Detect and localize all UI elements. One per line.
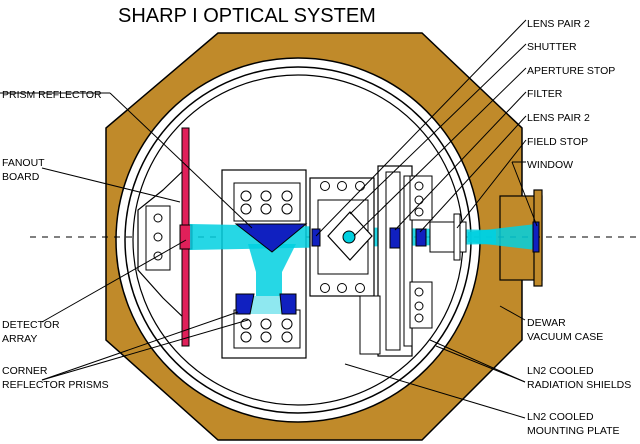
aperture-stop <box>342 230 356 244</box>
label-plate-line2: MOUNTING PLATE <box>527 425 620 437</box>
prism-screws <box>240 190 293 343</box>
label-corner-line1: CORNER <box>2 365 48 377</box>
lens-pair-2-b <box>415 228 427 247</box>
corner-reflector-prism-1 <box>235 293 255 315</box>
detector-screws <box>153 213 163 261</box>
field-stop <box>453 213 461 261</box>
label-field-stop: FIELD STOP <box>527 136 588 148</box>
label-filter: FILTER <box>527 88 563 100</box>
label-detector-line2: ARRAY <box>2 333 37 345</box>
label-dewar-line2: VACUUM CASE <box>527 331 603 343</box>
label-fanout-line2: BOARD <box>2 171 40 183</box>
beam-exit <box>468 224 536 250</box>
diagram-title: SHARP I OPTICAL SYSTEM <box>118 5 376 27</box>
filter-plate <box>385 171 401 351</box>
shutter-screws <box>320 181 365 293</box>
filter <box>389 227 401 249</box>
label-dewar-line1: DEWAR <box>527 317 566 329</box>
leader-lines <box>0 19 538 419</box>
filter-rail <box>403 175 413 347</box>
prism-reflector <box>234 223 308 253</box>
label-detector-line1: DETECTOR <box>2 319 60 331</box>
corner-reflector-prism-2 <box>279 293 297 315</box>
label-shields-line2: RADIATION SHIELDS <box>527 379 631 391</box>
label-prism-reflector: PRISM REFLECTOR <box>2 89 102 101</box>
label-shields-line1: LN2 COOLED <box>527 365 594 377</box>
lower-mount-plate <box>359 295 381 355</box>
prism-top-plate <box>233 182 301 222</box>
label-lens-pair-2-top: LENS PAIR 2 <box>527 18 590 30</box>
beam-down <box>248 244 296 298</box>
lens-pair-2-a <box>311 228 321 247</box>
window <box>532 221 540 253</box>
label-aperture-stop: APERTURE STOP <box>527 65 615 77</box>
label-plate-line1: LN2 COOLED <box>527 411 594 423</box>
label-lens-pair-2-mid: LENS PAIR 2 <box>527 112 590 124</box>
label-fanout-line1: FANOUT <box>2 157 45 169</box>
field-stop-tube <box>429 221 467 253</box>
label-window: WINDOW <box>527 159 573 171</box>
label-corner-line2: REFLECTOR PRISMS <box>2 379 109 391</box>
label-shutter: SHUTTER <box>527 41 577 53</box>
